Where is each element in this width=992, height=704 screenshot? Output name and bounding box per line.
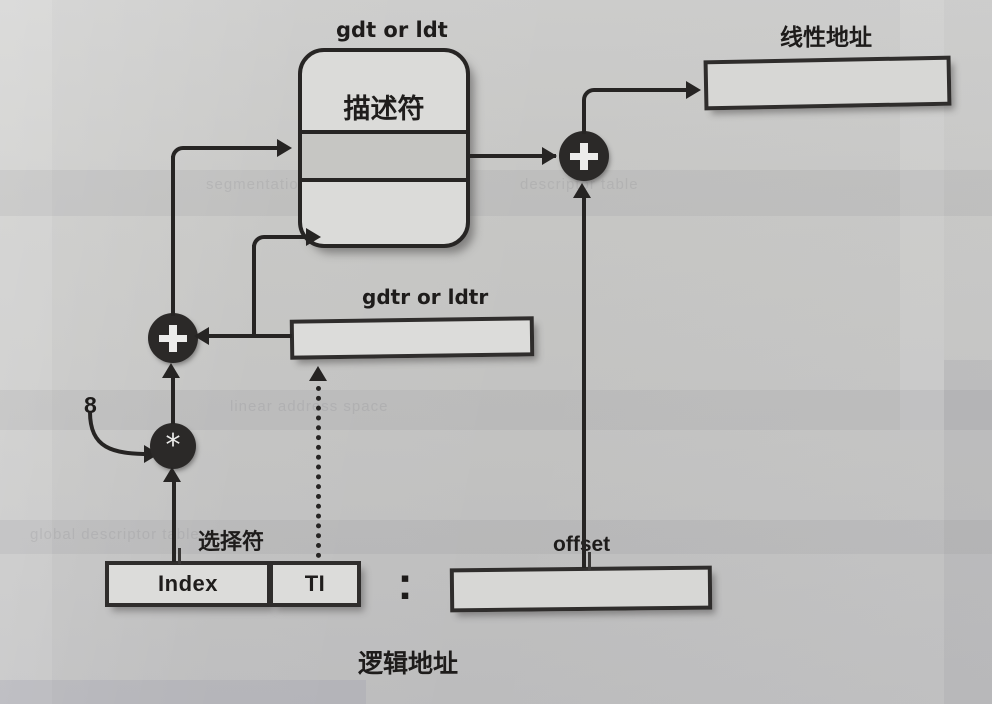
ti-field-box[interactable] [269,561,361,607]
connector-add-right-to-linear [604,88,690,92]
plus-icon-left-v [169,325,177,352]
arrowhead-descriptor-to-add-right [542,147,557,165]
table-register-box[interactable] [289,316,535,360]
connector-add-right-vertical [582,100,586,134]
connector-gdtr-to-add-left [196,334,292,338]
add-operator-left[interactable] [148,313,198,363]
arrowhead-gdtr-to-add-left [194,327,209,345]
background-shade-band-1 [0,170,992,216]
index-field-box[interactable] [105,561,271,607]
index-field-label: Index [158,571,218,596]
tick-index [178,548,181,564]
arrowhead-ti-to-gdtr [309,366,327,381]
connector-add-left-vertical [171,156,175,316]
ti-field-label: TI [304,571,326,596]
arrowhead-to-linear-address [686,81,701,99]
descriptor-cell-label: 描述符 [343,93,425,124]
plus-icon-right-v [580,143,588,170]
arrowhead-offset-to-add-right [573,183,591,198]
connector-gdtr-branch-vertical [252,245,256,336]
multiply-operator[interactable]: * [150,423,196,469]
descriptor-table-label: gdt or ldt [336,18,448,42]
connector-add-right-corner [582,88,606,112]
connector-multiply-to-add [171,374,175,424]
connector-add-left-corner [171,146,193,168]
connector-index-to-multiply [172,478,176,562]
linear-address-box[interactable] [703,55,952,111]
connector-gdtr-branch-corner [252,235,276,259]
background-shade-corner [944,360,992,704]
ghost-text-4: global descriptor table [30,526,200,543]
offset-field-box[interactable] [449,565,713,613]
offset-label: offset [553,533,610,557]
logical-address-separator: : [397,557,413,610]
arrowhead-multiply-to-add [162,363,180,378]
connector-ti-to-gdtr-dotted [316,386,321,558]
connector-offset-to-add-right [582,196,586,568]
table-register-label: gdtr or ldtr [362,285,489,309]
selector-label: 选择符 [198,530,265,555]
descriptor-table[interactable] [298,48,470,248]
add-operator-right[interactable] [559,131,609,181]
background-strip-left [0,0,52,704]
background-shade-band-3 [0,520,992,554]
background-bottom-band [0,680,366,704]
diagram-caption: 逻辑地址 [358,649,459,678]
scale-factor-arrow [88,411,151,456]
asterisk-icon: * [165,428,181,463]
arrowhead-index-to-multiply [163,467,181,482]
ghost-text-3: linear address space [230,398,389,415]
tick-offset [588,552,591,570]
connector-add-left-to-descriptor [191,146,279,150]
scale-factor-label: 8 [84,392,97,418]
linear-address-label: 线性地址 [780,25,872,51]
descriptor-table-row-selected[interactable] [302,130,466,182]
arrowhead-to-descriptor-row [277,139,292,157]
connector-descriptor-to-add-right [470,154,556,158]
descriptor-table-row-bottom [302,182,466,244]
connector-gdtr-branch-horizontal [274,235,310,239]
arrowhead-gdtr-branch [306,228,321,246]
